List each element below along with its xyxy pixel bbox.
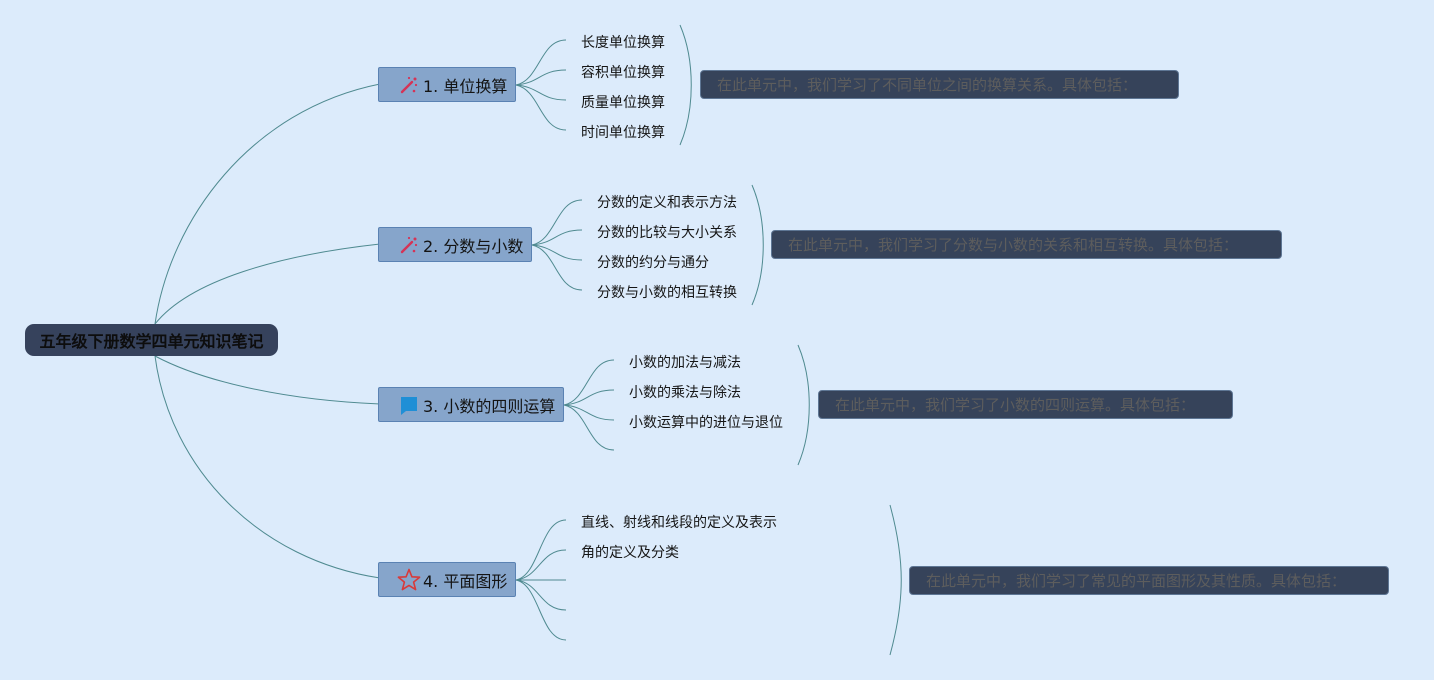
topic-unit-conversion[interactable]: 1. 单位换算 <box>378 67 516 102</box>
flag-icon <box>397 393 421 417</box>
leaf-item[interactable]: 分数的比较与大小关系 <box>597 225 737 241</box>
topic-label: 1. 单位换算 <box>423 76 508 96</box>
summary-plane-figures[interactable]: 在此单元中，我们学习了常见的平面图形及其性质。具体包括： <box>909 566 1389 595</box>
topic-label: 4. 平面图形 <box>423 571 508 591</box>
summary-brace-1 <box>679 24 692 146</box>
summary-decimal-operations[interactable]: 在此单元中，我们学习了小数的四则运算。具体包括： <box>818 390 1233 419</box>
leaf-item[interactable]: 小数的乘法与除法 <box>629 385 741 401</box>
magic-wand-icon <box>397 73 421 97</box>
summary-text: 在此单元中，我们学习了不同单位之间的换算关系。具体包括： <box>717 76 1138 94</box>
summary-brace-4 <box>889 504 902 656</box>
summary-text: 在此单元中，我们学习了常见的平面图形及其性质。具体包括： <box>926 572 1347 590</box>
leaf-item[interactable]: 直线、射线和线段的定义及表示 <box>581 515 777 531</box>
summary-brace-3 <box>797 344 810 466</box>
topic-plane-figures[interactable]: 4. 平面图形 <box>378 562 516 597</box>
leaf-item[interactable]: 小数运算中的进位与退位 <box>629 415 783 431</box>
leaf-item[interactable]: 分数的约分与通分 <box>597 255 709 271</box>
topic-fractions-decimals[interactable]: 2. 分数与小数 <box>378 227 532 262</box>
star-icon <box>397 568 421 592</box>
connector-root-topic-4 <box>154 355 381 579</box>
leaf-item[interactable]: 长度单位换算 <box>581 35 665 51</box>
leaf-item[interactable]: 质量单位换算 <box>581 95 665 111</box>
leaf-item[interactable]: 容积单位换算 <box>581 65 665 81</box>
leaf-item[interactable]: 时间单位换算 <box>581 125 665 141</box>
summary-brace-2 <box>751 184 764 306</box>
summary-text: 在此单元中，我们学习了分数与小数的关系和相互转换。具体包括： <box>788 236 1239 254</box>
summary-fractions-decimals[interactable]: 在此单元中，我们学习了分数与小数的关系和相互转换。具体包括： <box>771 230 1282 259</box>
magic-wand-icon <box>397 233 421 257</box>
topic-label: 3. 小数的四则运算 <box>423 396 556 416</box>
connector-root-topic-2 <box>154 243 381 325</box>
root-topic-label: 五年级下册数学四单元知识笔记 <box>39 332 264 351</box>
connector-root-topic-1 <box>154 83 381 325</box>
leaf-item[interactable]: 角的定义及分类 <box>581 545 679 561</box>
summary-text: 在此单元中，我们学习了小数的四则运算。具体包括： <box>835 396 1196 414</box>
leaf-item[interactable]: 分数的定义和表示方法 <box>597 195 737 211</box>
root-topic[interactable]: 五年级下册数学四单元知识笔记 <box>25 324 278 356</box>
connector-root-topic-3 <box>154 355 381 405</box>
leaf-item[interactable]: 小数的加法与减法 <box>629 355 741 371</box>
topic-decimal-operations[interactable]: 3. 小数的四则运算 <box>378 387 564 422</box>
leaf-item[interactable]: 分数与小数的相互转换 <box>597 285 737 301</box>
topic-label: 2. 分数与小数 <box>423 236 524 256</box>
summary-unit-conversion[interactable]: 在此单元中，我们学习了不同单位之间的换算关系。具体包括： <box>700 70 1179 99</box>
